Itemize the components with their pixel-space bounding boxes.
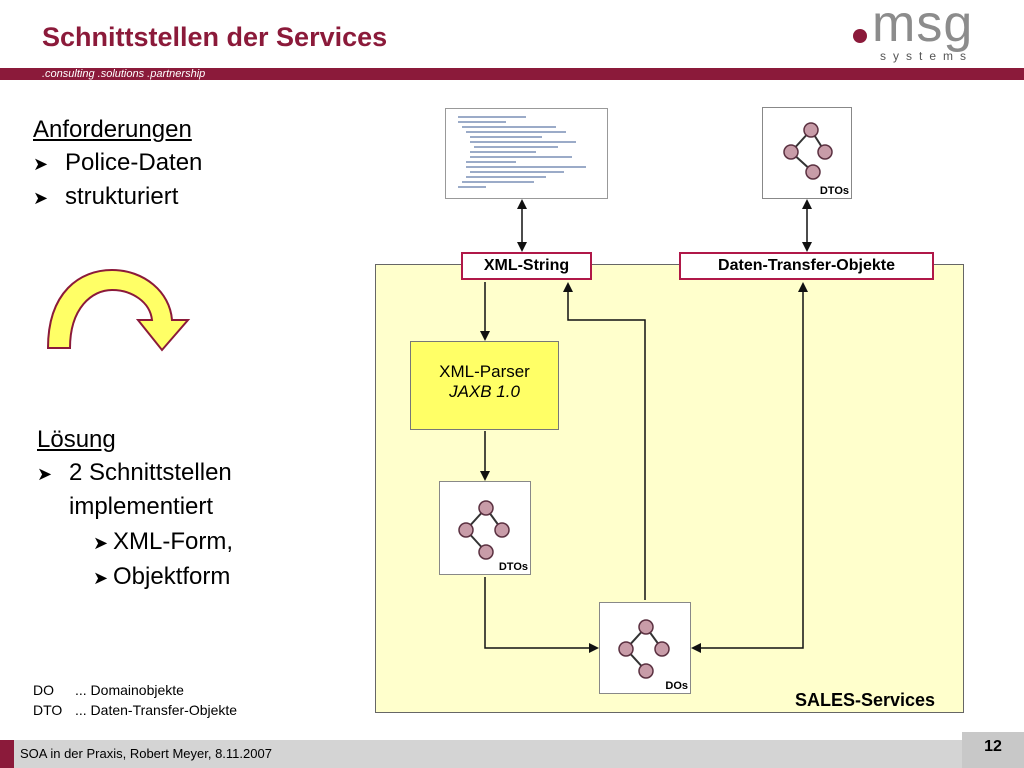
- dtos-top-card: DTOs: [762, 107, 852, 199]
- triangle-arrow-icon: ➤: [93, 568, 109, 588]
- footer-text: SOA in der Praxis, Robert Meyer, 8.11.20…: [20, 746, 272, 761]
- page-title: Schnittstellen der Services: [42, 22, 388, 52]
- solution-subitem: ➤XML-Form,: [93, 525, 233, 560]
- container-label: SALES-Services: [795, 690, 936, 710]
- dos-to-xml-connector: [563, 282, 646, 600]
- parser-title: XML-Parser: [439, 362, 530, 381]
- page-number-box: [962, 732, 1024, 768]
- object-tree-icon: [618, 619, 670, 679]
- xml-document-icon: [445, 108, 608, 199]
- footer-accent: [0, 740, 14, 768]
- triangle-arrow-icon: ➤: [33, 154, 49, 174]
- requirements-heading: Anforderungen: [33, 116, 192, 143]
- object-tree-icon: [458, 500, 510, 560]
- solution-heading: Lösung: [37, 426, 116, 453]
- glossary-abbr: DO: [33, 682, 54, 698]
- xml-string-box: XML-String: [461, 252, 592, 280]
- card-label: DTOs: [498, 561, 528, 573]
- logo-subtext: systems: [880, 49, 974, 63]
- object-tree-icon: [783, 122, 833, 180]
- triangle-arrow-icon: ➤: [37, 464, 53, 484]
- dtos-to-dos-connector: [484, 577, 599, 653]
- dtos-mid-card: DTOs: [439, 481, 531, 575]
- page-number: 12: [984, 738, 1002, 755]
- requirement-item: ➤Police-Daten: [33, 146, 202, 181]
- footer-bar: [0, 740, 1024, 768]
- glossary-text: ... Daten-Transfer-Objekte: [75, 702, 238, 718]
- dos-card: DOs: [599, 602, 691, 694]
- brand-bar: [0, 68, 1024, 80]
- solution-subitem: ➤Objektform: [93, 560, 230, 595]
- tagline: .consulting .solutions .partnership: [42, 68, 206, 80]
- requirement-item: ➤strukturiert: [33, 180, 178, 215]
- triangle-arrow-icon: ➤: [93, 533, 109, 553]
- dos-to-dto-connector: [691, 282, 808, 653]
- xml-parser-box: XML-Parser JAXB 1.0: [410, 341, 559, 430]
- logo-dot-icon: [853, 29, 867, 43]
- card-label: DOs: [665, 680, 688, 692]
- glossary-text: ... Domainobjekte: [75, 682, 184, 698]
- logo: msg: [872, 0, 974, 53]
- dto-objects-box: Daten-Transfer-Objekte: [679, 252, 934, 280]
- glossary-abbr: DTO: [33, 702, 63, 718]
- card-label: DTOs: [819, 185, 849, 197]
- triangle-arrow-icon: ➤: [33, 188, 49, 208]
- solution-item-continued: implementiert: [69, 493, 214, 520]
- parser-library: JAXB 1.0: [449, 382, 520, 401]
- curved-arrow-icon: [46, 268, 191, 352]
- solution-item: ➤2 Schnittstellen: [37, 456, 232, 491]
